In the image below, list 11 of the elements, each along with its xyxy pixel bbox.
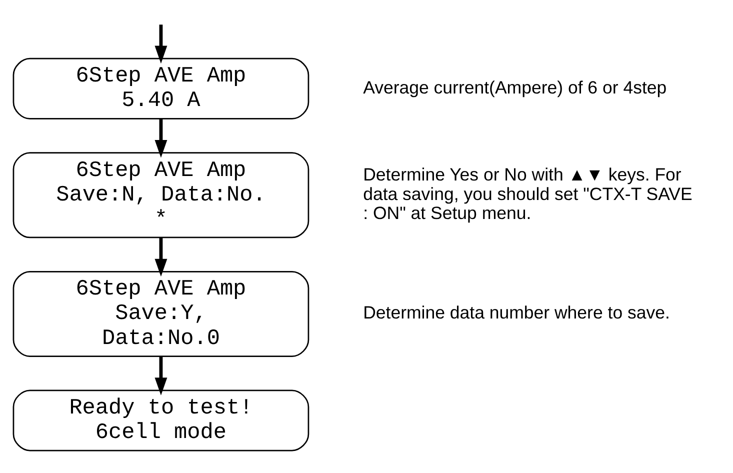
node-box: 6Step AVE Amp Save:Y, Data:No.0	[12, 270, 310, 356]
node-box: 6Step AVE Amp Save:N, Data:No. *	[12, 152, 310, 238]
arrow	[154, 356, 168, 395]
node-box: 6Step AVE Amp 5.40 A	[12, 57, 310, 119]
arrow	[154, 118, 168, 158]
node-label: Average current(Ampere) of 6 or 4step	[363, 76, 667, 97]
node-box: Ready to test! 6cell mode	[12, 389, 310, 451]
node-label: Determine data number where to save.	[363, 302, 670, 322]
node-label: Determine Yes or No with ▲▼ keys. For data saving, you should set "CTX-T SAVE : ON" at Setup menu.	[363, 164, 692, 222]
arrow	[154, 237, 168, 276]
arrow	[154, 24, 168, 64]
